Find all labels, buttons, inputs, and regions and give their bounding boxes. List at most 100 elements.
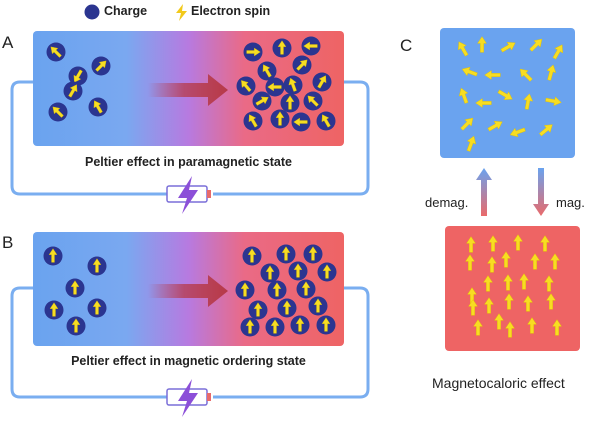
electron-spin-icon	[288, 77, 297, 92]
magnetocaloric-title: Magnetocaloric effect	[432, 375, 565, 391]
electron-spin-icon	[68, 84, 78, 98]
charge-icon	[48, 102, 68, 122]
charge-icon	[292, 55, 312, 75]
charge-icon	[308, 296, 328, 316]
charge-icon	[312, 72, 332, 92]
charge-icon	[236, 76, 256, 96]
electron-spin-icon	[313, 298, 323, 313]
panel-a-letter: A	[2, 33, 14, 52]
electron-spin-icon	[465, 254, 475, 271]
charge-icon	[46, 42, 66, 62]
panel-a-flow-arrow	[148, 74, 228, 106]
charge-icon	[272, 38, 292, 58]
panel-a-cold-charges	[46, 42, 111, 122]
mag-arrow-icon	[533, 168, 549, 216]
electron-spin-icon	[461, 66, 478, 77]
electron-spin-icon	[513, 234, 523, 251]
charge-icon	[242, 246, 262, 266]
charge-icon	[243, 42, 263, 62]
electron-spin-icon	[73, 69, 83, 83]
electron-spin-icon	[262, 64, 272, 78]
electron-spin-icon	[246, 47, 261, 57]
charge-icon	[88, 97, 108, 117]
charge-icon	[316, 315, 336, 335]
electron-spin-icon	[277, 40, 287, 55]
mag-label: mag.	[556, 195, 585, 210]
electron-spin-icon	[460, 117, 474, 131]
electron-spin-icon	[552, 44, 563, 60]
electron-spin-icon	[509, 127, 526, 138]
charge-icon	[68, 66, 88, 86]
electron-spin-icon	[475, 98, 492, 108]
electron-spin-icon	[92, 300, 102, 315]
electron-spin-icon	[487, 121, 503, 132]
charge-icon	[317, 262, 337, 282]
electron-spin-icon	[497, 89, 513, 100]
charge-icon	[291, 112, 311, 132]
electron-spin-icon	[303, 41, 318, 51]
electron-spin-icon	[544, 275, 554, 292]
charge-icon	[283, 75, 303, 95]
charge-icon	[260, 263, 280, 283]
charge-icon	[257, 61, 277, 81]
electron-spin-icon	[49, 302, 59, 317]
electron-spin-icon	[307, 95, 319, 107]
electron-spin-icon	[255, 96, 269, 106]
charge-icon	[63, 81, 83, 101]
electron-spin-icon	[240, 282, 250, 297]
electron-spin-icon	[519, 68, 533, 82]
charge-icon	[296, 279, 316, 299]
electron-spin-icon	[546, 64, 557, 81]
circuit-a-wire	[10, 80, 370, 196]
legend-charge-icon	[84, 4, 100, 20]
electron-spin-icon	[48, 248, 58, 263]
electron-spin-icon	[500, 42, 516, 53]
electron-spin-icon	[483, 275, 493, 292]
electron-spin-icon	[308, 246, 318, 261]
charge-icon	[290, 315, 310, 335]
charge-icon	[65, 278, 85, 298]
panel-a-caption: Peltier effect in paramagnetic state	[84, 155, 293, 169]
electron-spin-icon	[281, 246, 291, 261]
electron-spin-icon	[50, 46, 62, 58]
charge-icon	[87, 256, 107, 276]
charge-icon	[316, 111, 336, 131]
electron-spin-icon	[529, 38, 543, 52]
electron-spin-icon	[272, 282, 282, 297]
electron-spin-icon	[322, 264, 332, 279]
charge-icon	[252, 91, 272, 111]
electron-spin-icon	[468, 299, 478, 316]
electron-spin-icon	[321, 317, 331, 332]
legend-spin-label: Electron spin	[191, 4, 271, 18]
electron-spin-icon	[501, 251, 511, 268]
electron-spin-icon	[484, 70, 501, 80]
electron-spin-icon	[466, 135, 477, 152]
electron-spin-icon	[317, 75, 327, 89]
electron-spin-icon	[270, 319, 280, 334]
electron-spin-icon	[92, 258, 102, 273]
electron-spin-icon	[523, 93, 534, 110]
electron-spin-icon	[539, 124, 553, 137]
circuit-b-wire	[10, 286, 370, 399]
panel-b-hot-charges	[235, 244, 337, 337]
charge-icon	[267, 280, 287, 300]
electron-spin-icon	[321, 114, 331, 128]
panel-a-hot-charges	[236, 36, 336, 132]
panel-c-disordered-spins	[458, 36, 563, 152]
charge-icon	[235, 280, 255, 300]
demag-label: demag.	[425, 195, 469, 210]
electron-spin-icon	[473, 319, 483, 336]
electron-spin-icon	[545, 96, 562, 107]
electron-spin-icon	[519, 273, 529, 290]
legend-spin-icon	[176, 4, 187, 21]
electron-spin-icon	[466, 236, 476, 253]
electron-spin-icon	[282, 300, 292, 315]
electron-spin-icon	[458, 87, 469, 104]
electron-spin-icon	[295, 317, 305, 332]
electron-spin-icon	[552, 319, 562, 336]
panel-c-disordered-material	[440, 28, 575, 158]
electron-spin-icon	[95, 60, 107, 72]
electron-spin-icon	[546, 293, 556, 310]
electron-spin-icon	[505, 321, 515, 338]
